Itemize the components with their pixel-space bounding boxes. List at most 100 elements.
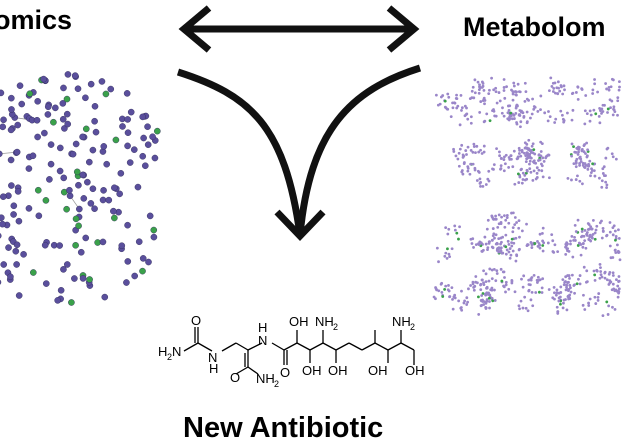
metabolite-node [612, 108, 616, 112]
metabolite-node [444, 284, 448, 288]
metabolite-node [477, 150, 481, 154]
metabolite-node [607, 304, 611, 308]
metabolite-node [481, 82, 485, 85]
network-node [10, 211, 17, 218]
metabolite-node [530, 112, 534, 116]
metabolite-node [585, 112, 589, 116]
metabolite-node [617, 237, 621, 240]
metabolite-node [571, 108, 575, 112]
metabolite-node [555, 288, 559, 292]
metabolite-node [521, 306, 525, 310]
metabolite-node [460, 289, 463, 293]
metabolite-node [614, 251, 618, 255]
metabolite-node [456, 104, 460, 108]
metabolite-node [591, 88, 595, 92]
metabolite-node [501, 251, 505, 255]
metabolite-node [504, 153, 508, 157]
network-node [8, 182, 15, 189]
metabolite-node [542, 159, 546, 163]
metabolite-node [607, 272, 611, 276]
metabolite-node [472, 288, 476, 292]
metabolite-node [494, 214, 498, 218]
metabolite-node [574, 178, 578, 181]
metabolite-node [510, 157, 513, 161]
network-node [50, 118, 57, 126]
metabolite-node [611, 274, 615, 277]
metabolite-node [573, 223, 577, 227]
metabolite-node [504, 283, 508, 287]
metabolite-node [597, 176, 601, 180]
network-node [79, 275, 87, 282]
network-node [15, 217, 23, 225]
metabolite-node [499, 164, 503, 168]
metabolite-node [611, 305, 614, 309]
metabolite-node [602, 165, 606, 169]
metabolite-node [597, 115, 601, 118]
metabolite-node [517, 113, 521, 116]
metabolite-node [502, 86, 506, 89]
metabolite-node [505, 216, 509, 219]
svg-text:OH: OH [289, 314, 309, 329]
network-node [149, 133, 156, 141]
svg-text:O: O [230, 370, 240, 385]
metabolite-node [606, 111, 609, 114]
metabolite-node [583, 109, 587, 113]
metabolite-node [497, 213, 501, 217]
metabolite-node [506, 239, 510, 243]
metabolite-node [443, 105, 447, 109]
metabolite-node [512, 113, 516, 117]
metabolite-node [488, 119, 492, 123]
metabolite-node [485, 112, 489, 116]
network-node [59, 115, 67, 123]
metabolite-node [492, 232, 496, 236]
svg-text:2: 2 [274, 379, 279, 389]
network-node [145, 258, 152, 266]
metabolite-node [455, 231, 459, 235]
metabolite-node [553, 121, 557, 124]
amine-label: H [158, 344, 167, 359]
metabolite-node [566, 295, 570, 298]
metabolite-node [482, 120, 486, 124]
metabolite-node [481, 292, 485, 295]
metabolite-node [570, 273, 574, 277]
metabolite-node [479, 180, 483, 184]
metabolite-node [540, 164, 544, 168]
metabolite-node [525, 177, 529, 181]
metabolite-node [447, 252, 451, 256]
metabolite-node [512, 84, 516, 88]
metabolite-node [469, 115, 473, 119]
metabolite-node [605, 87, 609, 91]
metabolite-node [443, 287, 447, 291]
metabolite-node [530, 246, 534, 249]
metabolite-node [487, 241, 491, 245]
metabolite-node [515, 104, 518, 108]
metabolite-node [457, 164, 461, 168]
metabolite-node [492, 217, 495, 221]
metabolite-node [502, 89, 506, 92]
metabolite-node [574, 162, 578, 165]
network-node [101, 293, 109, 301]
metabolite-node [519, 110, 523, 114]
metabolite-node [498, 154, 501, 158]
metabolite-node [503, 96, 507, 100]
metabolite-node [521, 171, 525, 175]
metabolite-node [510, 241, 513, 245]
metabolite-node [500, 215, 503, 219]
network-node [69, 150, 77, 158]
metabolite-node [547, 288, 551, 291]
metabolite-node [484, 242, 488, 246]
metabolite-node [473, 284, 477, 288]
metabolite-node [447, 284, 450, 287]
metabolite-node [495, 147, 498, 151]
network-node [16, 82, 24, 89]
metabolite-node [490, 268, 494, 272]
metabolite-node [527, 278, 531, 282]
metabolite-node [616, 113, 619, 117]
network-node [64, 71, 72, 78]
metabolite-node [611, 113, 615, 117]
metabolite-node [526, 309, 530, 313]
network-node [123, 279, 130, 286]
network-node [0, 261, 8, 268]
metabolite-node [491, 246, 495, 250]
